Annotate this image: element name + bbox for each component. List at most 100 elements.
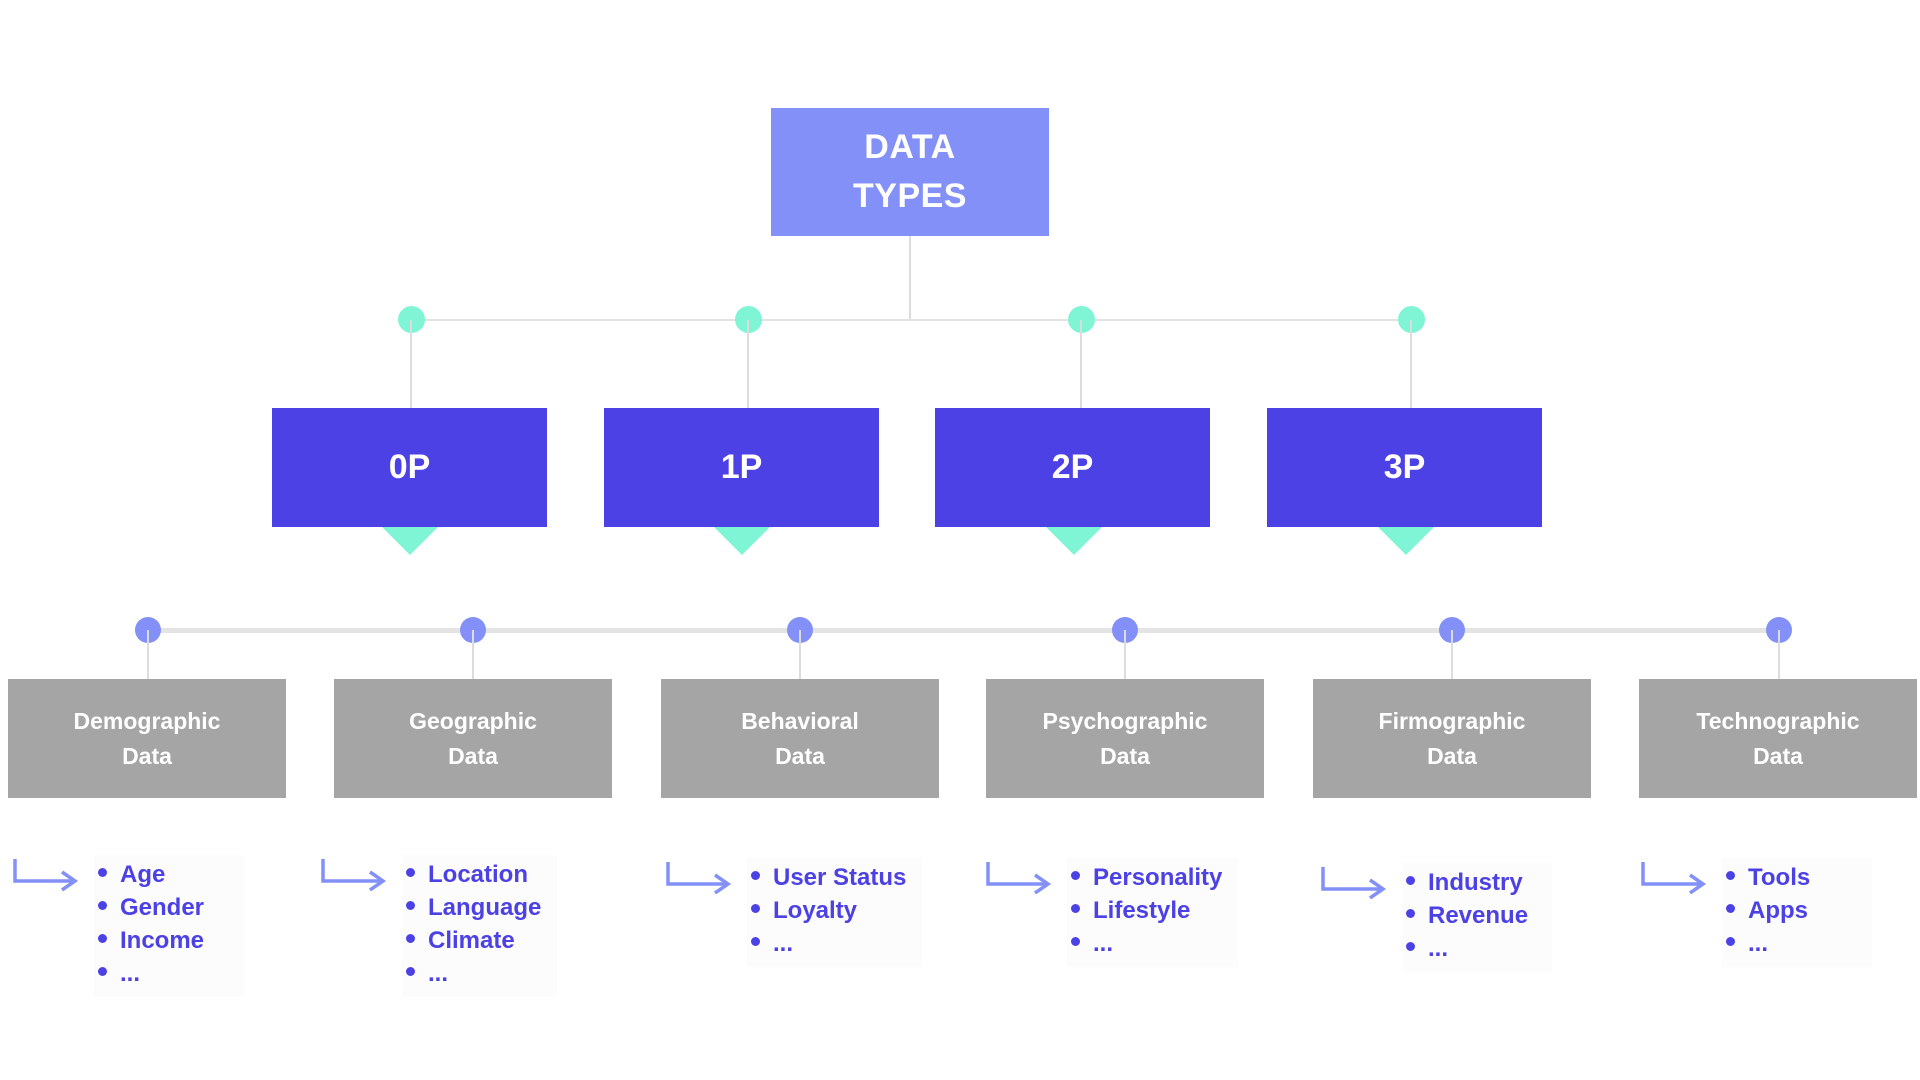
list-item-label: ... (773, 929, 794, 957)
list-item-label: Industry (1428, 869, 1523, 896)
category-node-firmographic[interactable]: Firmographic Data (1313, 679, 1591, 798)
bullet-point-icon (1071, 903, 1080, 913)
list-item-label: Income (120, 926, 205, 954)
bullet-list-firmographic: Industry Revenue ... (1402, 863, 1552, 972)
list-item: Climate (406, 925, 541, 958)
category-label-firmographic-line1: Firmographic (1378, 708, 1526, 734)
list-item: Tools (1726, 862, 1856, 895)
list-item-label: Revenue (1428, 901, 1529, 929)
party-node-0p[interactable]: 0P (272, 408, 547, 527)
root-stem-connector (909, 236, 911, 320)
triangle-down-icon-2p (1046, 527, 1102, 555)
triangle-down-icon-0p (382, 527, 438, 555)
category-stem-demographic (147, 630, 149, 679)
root-title-line1: DATA (864, 127, 956, 166)
list-item-label: Loyalty (773, 896, 858, 924)
list-item: Lifestyle (1071, 895, 1222, 928)
bullet-point-icon (751, 903, 760, 913)
list-item-label: User Status (773, 864, 907, 891)
list-item: Personality (1071, 862, 1222, 895)
party-node-1p[interactable]: 1P (604, 408, 879, 527)
list-item: ... (751, 928, 906, 961)
elbow-arrow-icon-technographic (1641, 862, 1707, 894)
party-stem-0p (410, 320, 412, 408)
list-item: ... (98, 958, 228, 991)
list-item: Loyalty (751, 895, 906, 928)
category-stem-geographic (472, 630, 474, 679)
bullet-point-icon (751, 936, 760, 946)
category-node-demographic[interactable]: Demographic Data (8, 679, 286, 798)
list-item-label: ... (1748, 929, 1769, 957)
category-stem-behavioral (799, 630, 801, 679)
category-label-technographic-line1: Technographic (1696, 708, 1860, 734)
bullet-point-icon (1071, 936, 1080, 946)
category-label-technographic-line2: Data (1753, 742, 1803, 769)
party-label-0p: 0P (388, 448, 431, 486)
category-node-behavioral[interactable]: Behavioral Data (661, 679, 939, 798)
category-label-behavioral-line2: Data (775, 742, 825, 769)
category-stem-technographic (1778, 630, 1780, 679)
bullet-point-icon (1406, 876, 1415, 885)
elbow-arrow-icon-firmographic (1321, 867, 1387, 899)
category-label-demographic-line1: Demographic (73, 708, 221, 734)
list-item: ... (1406, 933, 1536, 966)
category-label-psychographic-line1: Psychographic (1042, 708, 1208, 734)
bullet-point-icon (406, 966, 415, 976)
list-item-label: Personality (1093, 864, 1223, 891)
bullet-point-icon (751, 871, 760, 880)
category-rail-connector (148, 628, 1780, 633)
list-item-label: Lifestyle (1093, 896, 1191, 924)
bullet-point-icon (1071, 871, 1080, 880)
category-label-psychographic-line2: Data (1100, 742, 1150, 769)
category-label-geographic-line2: Data (448, 742, 498, 769)
bullet-point-icon (98, 900, 107, 910)
list-item-label: ... (1428, 934, 1449, 962)
list-item: Apps (1726, 895, 1856, 928)
list-item: Location (406, 859, 541, 892)
list-item-label: Age (120, 861, 166, 888)
list-item-label: Climate (428, 926, 515, 954)
category-node-technographic[interactable]: Technographic Data (1639, 679, 1917, 798)
party-label-2p: 2P (1051, 448, 1094, 486)
category-node-geographic[interactable]: Geographic Data (334, 679, 612, 798)
triangle-down-icon-1p (714, 527, 770, 555)
list-item: Age (98, 859, 228, 892)
bullet-point-icon (406, 900, 415, 910)
bullet-point-icon (98, 966, 107, 976)
list-item: User Status (751, 862, 906, 895)
list-item-label: ... (120, 959, 141, 987)
category-label-behavioral-line1: Behavioral (741, 708, 859, 734)
party-stem-3p (1410, 320, 1412, 408)
category-label-firmographic-line2: Data (1427, 742, 1477, 769)
category-label-geographic-line1: Geographic (409, 708, 537, 734)
party-stem-2p (1080, 320, 1082, 408)
party-stem-1p (747, 320, 749, 408)
list-item: Gender (98, 892, 228, 925)
category-node-psychographic[interactable]: Psychographic Data (986, 679, 1264, 798)
elbow-arrow-icon-psychographic (986, 862, 1052, 894)
bullet-point-icon (1726, 871, 1735, 880)
party-node-3p[interactable]: 3P (1267, 408, 1542, 527)
bullet-point-icon (98, 933, 107, 943)
category-stem-firmographic (1451, 630, 1453, 679)
list-item-label: ... (428, 959, 449, 987)
bullet-list-technographic: Tools Apps ... (1722, 858, 1872, 967)
category-label-demographic-line2: Data (122, 742, 172, 769)
list-item-label: Tools (1748, 864, 1811, 891)
party-node-2p[interactable]: 2P (935, 408, 1210, 527)
party-label-1p: 1P (720, 448, 763, 486)
bullet-point-icon (1726, 903, 1735, 913)
bullet-point-icon (406, 868, 415, 877)
party-rail-connector (411, 319, 1413, 321)
elbow-arrow-icon-geographic (321, 859, 387, 891)
root-node-data-types[interactable]: DATA TYPES (771, 108, 1049, 236)
list-item: Language (406, 892, 541, 925)
list-item-label: Apps (1748, 896, 1808, 924)
bullet-point-icon (1726, 936, 1735, 946)
list-item: ... (406, 958, 541, 991)
list-item: ... (1071, 928, 1222, 961)
triangle-down-icon-3p (1378, 527, 1434, 555)
bullet-point-icon (98, 868, 107, 877)
list-item-label: Language (428, 893, 542, 921)
